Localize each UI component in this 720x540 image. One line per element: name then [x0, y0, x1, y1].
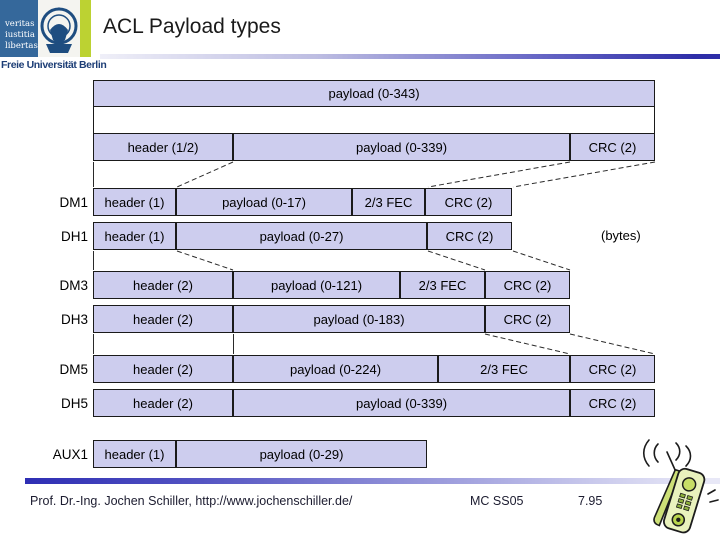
- footer-page-number: 7.95: [578, 494, 603, 508]
- dm3-fec-box: 2/3 FEC: [400, 271, 485, 299]
- dh1-payload-box: payload (0-27): [176, 222, 427, 250]
- generic-payload-box: payload (0-339): [233, 133, 570, 161]
- dm3-payload-box: payload (0-121): [233, 271, 400, 299]
- label-dh1: DH1: [60, 228, 88, 244]
- logo-emblem-row: veritas iustitia libertas: [0, 0, 96, 57]
- dm3-crc-box: CRC (2): [485, 271, 570, 299]
- dm1-payload-box: payload (0-17): [176, 188, 352, 216]
- dh3-header-box: header (2): [93, 305, 233, 333]
- label-dm5: DM5: [59, 361, 88, 377]
- motto-line: iustitia: [5, 30, 35, 40]
- dh3-payload-box: payload (0-183): [233, 305, 485, 333]
- logo-green-stripe: [80, 0, 91, 57]
- dm5-payload-box: payload (0-224): [233, 355, 438, 383]
- dm5-header-box: header (2): [93, 355, 233, 383]
- dm1-crc-box: CRC (2): [425, 188, 512, 216]
- footer-author: Prof. Dr.-Ing. Jochen Schiller, http://w…: [30, 494, 353, 508]
- slide-title: ACL Payload types: [103, 15, 281, 38]
- dh5-crc-box: CRC (2): [570, 389, 655, 417]
- aux1-header-box: header (1): [93, 440, 176, 468]
- label-dh5: DH5: [60, 395, 88, 411]
- motto-line: libertas: [5, 41, 38, 51]
- generic-crc-box: CRC (2): [570, 133, 655, 161]
- dm5-crc-box: CRC (2): [570, 355, 655, 383]
- payload-expansion-gap: [93, 107, 655, 133]
- footer-divider-bar: [25, 478, 720, 484]
- bytes-unit-note: (bytes): [601, 228, 641, 243]
- university-seal-icon: [38, 0, 80, 57]
- label-dm1: DM1: [59, 194, 88, 210]
- dm3-header-box: header (2): [93, 271, 233, 299]
- dh5-header-box: header (2): [93, 389, 233, 417]
- dm1-header-box: header (1): [93, 188, 176, 216]
- dm5-fec-box: 2/3 FEC: [438, 355, 570, 383]
- generic-header-box: header (1/2): [93, 133, 233, 161]
- title-divider-bar: [100, 54, 720, 59]
- dh3-crc-box: CRC (2): [485, 305, 570, 333]
- payload-total-box: payload (0-343): [93, 80, 655, 107]
- dm1-fec-box: 2/3 FEC: [352, 188, 425, 216]
- mobile-phone-icon: [640, 438, 720, 540]
- dh1-header-box: header (1): [93, 222, 176, 250]
- label-aux1: AUX1: [52, 446, 88, 462]
- dh5-payload-box: payload (0-339): [233, 389, 570, 417]
- footer-course: MC SS05: [470, 494, 524, 508]
- label-dm3: DM3: [59, 277, 88, 293]
- motto-line: veritas: [5, 19, 35, 29]
- label-dh3: DH3: [60, 311, 88, 327]
- university-name: Freie Universität Berlin: [1, 59, 107, 71]
- aux1-payload-box: payload (0-29): [176, 440, 427, 468]
- dh1-crc-box: CRC (2): [427, 222, 512, 250]
- fu-berlin-logo: veritas iustitia libertas Freie Universi…: [0, 0, 107, 71]
- logo-motto: veritas iustitia libertas: [0, 0, 38, 57]
